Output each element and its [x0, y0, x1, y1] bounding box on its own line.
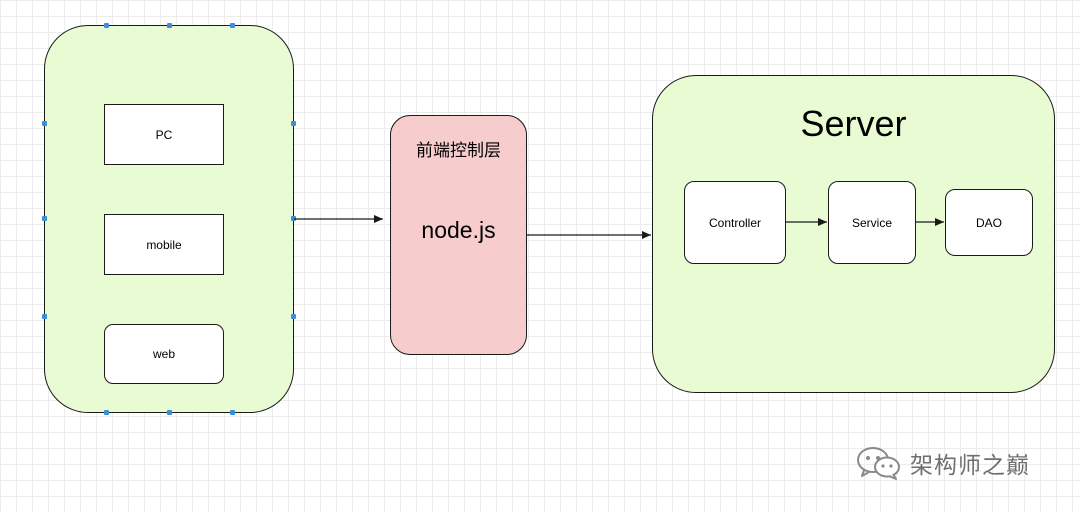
resize-handle[interactable]: [104, 410, 109, 415]
watermark-text: 架构师之巅: [910, 453, 1030, 479]
pc-node[interactable]: PC: [104, 104, 224, 165]
web-node[interactable]: web: [104, 324, 224, 384]
service-label: Service: [851, 215, 892, 230]
dao-label: DAO: [975, 215, 1002, 230]
resize-handle[interactable]: [291, 216, 296, 221]
resize-handle[interactable]: [42, 314, 47, 319]
mobile-label: mobile: [146, 237, 182, 252]
front-control-layer-node[interactable]: 前端控制层 node.js: [390, 115, 527, 355]
front-layer-tech: node.js: [421, 217, 496, 243]
resize-handle[interactable]: [291, 121, 296, 126]
wechat-icon: [857, 447, 900, 480]
resize-handle[interactable]: [291, 314, 296, 319]
front-layer-title: 前端控制层: [416, 141, 501, 161]
controller-label: Controller: [708, 215, 762, 230]
web-label: web: [152, 347, 175, 361]
service-node[interactable]: Service: [828, 181, 916, 264]
resize-handle[interactable]: [42, 121, 47, 126]
dao-node[interactable]: DAO: [945, 189, 1033, 256]
server-title: Server: [800, 103, 907, 144]
mobile-node[interactable]: mobile: [104, 214, 224, 275]
resize-handle[interactable]: [42, 216, 47, 221]
resize-handle[interactable]: [104, 23, 109, 28]
resize-handle[interactable]: [167, 410, 172, 415]
resize-handle[interactable]: [167, 23, 172, 28]
watermark: 架构师之巅: [856, 445, 1030, 481]
resize-handle[interactable]: [230, 23, 235, 28]
resize-handle[interactable]: [230, 410, 235, 415]
controller-node[interactable]: Controller: [684, 181, 786, 264]
pc-label: PC: [155, 127, 173, 142]
